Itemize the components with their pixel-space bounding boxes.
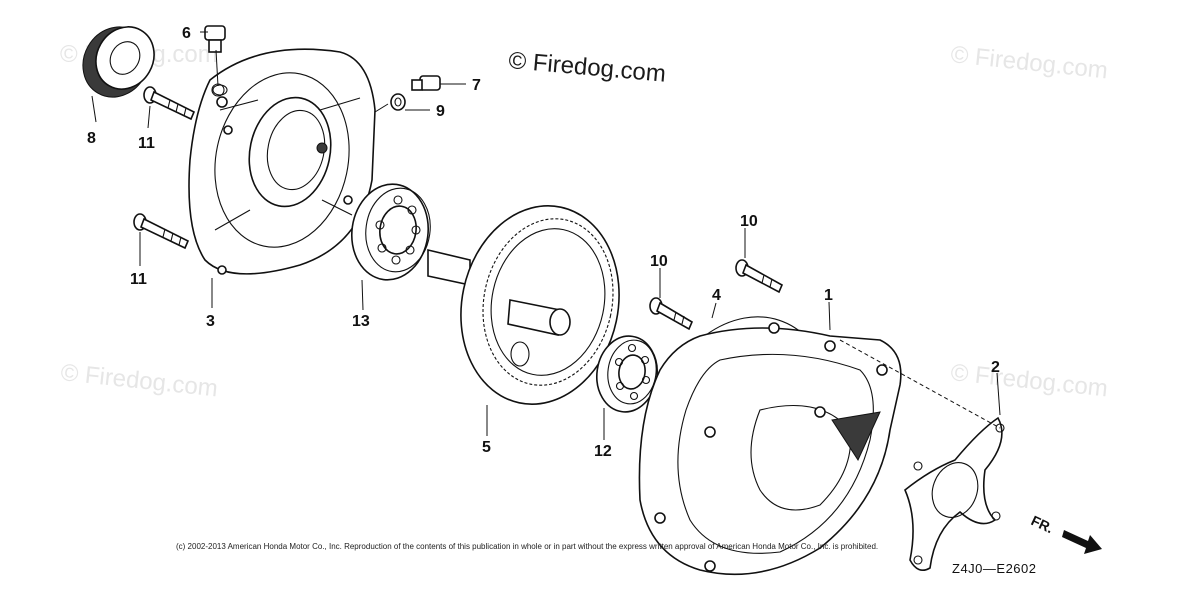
callout-10-left: 10: [650, 253, 668, 270]
callout-9: 9: [436, 103, 445, 120]
reduction-case-part[interactable]: [638, 322, 902, 576]
callout-7: 7: [472, 77, 481, 94]
callout-3: 3: [206, 313, 215, 330]
washer-part[interactable]: [390, 93, 406, 111]
oil-seal-part[interactable]: [70, 15, 165, 109]
callout-11-lower: 11: [130, 271, 147, 288]
front-label: FR.: [1029, 512, 1056, 536]
ring-gear-shaft-part[interactable]: [427, 191, 637, 419]
front-arrow-icon: [1062, 530, 1102, 554]
leader-lines: [91, 31, 1001, 440]
check-bolt-part[interactable]: [411, 75, 441, 91]
callout-11-upper: 11: [138, 135, 155, 152]
bearing-case-part[interactable]: [188, 48, 376, 275]
callout-10-right: 10: [740, 213, 758, 230]
flange-bolt-upper-part[interactable]: [143, 86, 196, 121]
mount-gasket-part[interactable]: [904, 416, 1005, 571]
callout-6: 6: [182, 25, 191, 42]
case-bolt-right-part[interactable]: [735, 259, 784, 294]
flange-bolt-lower-part[interactable]: [133, 213, 190, 250]
case-bolt-left-part[interactable]: [649, 297, 694, 331]
watermark-mid-left: © Firedog.com: [59, 359, 219, 402]
ball-bearing-small-part[interactable]: [592, 332, 662, 416]
front-direction-indicator: FR.: [1029, 512, 1102, 554]
drain-bolt-part[interactable]: [204, 25, 228, 96]
watermark-top-right: © Firedog.com: [949, 41, 1109, 84]
ball-bearing-large-part[interactable]: [346, 179, 436, 285]
callout-1: 1: [824, 287, 833, 304]
diagram-code: Z4J0—E2602: [952, 561, 1037, 576]
callout-13: 13: [352, 313, 370, 330]
callout-5: 5: [482, 439, 491, 456]
callout-12: 12: [594, 443, 612, 460]
watermark-mid-right: © Firedog.com: [949, 359, 1109, 402]
callout-8: 8: [87, 130, 96, 147]
copyright-notice: (c) 2002-2013 American Honda Motor Co., …: [176, 542, 878, 551]
callout-4: 4: [712, 287, 721, 304]
watermark-main: © Firedog.com: [507, 47, 666, 88]
callout-2: 2: [991, 359, 1000, 376]
